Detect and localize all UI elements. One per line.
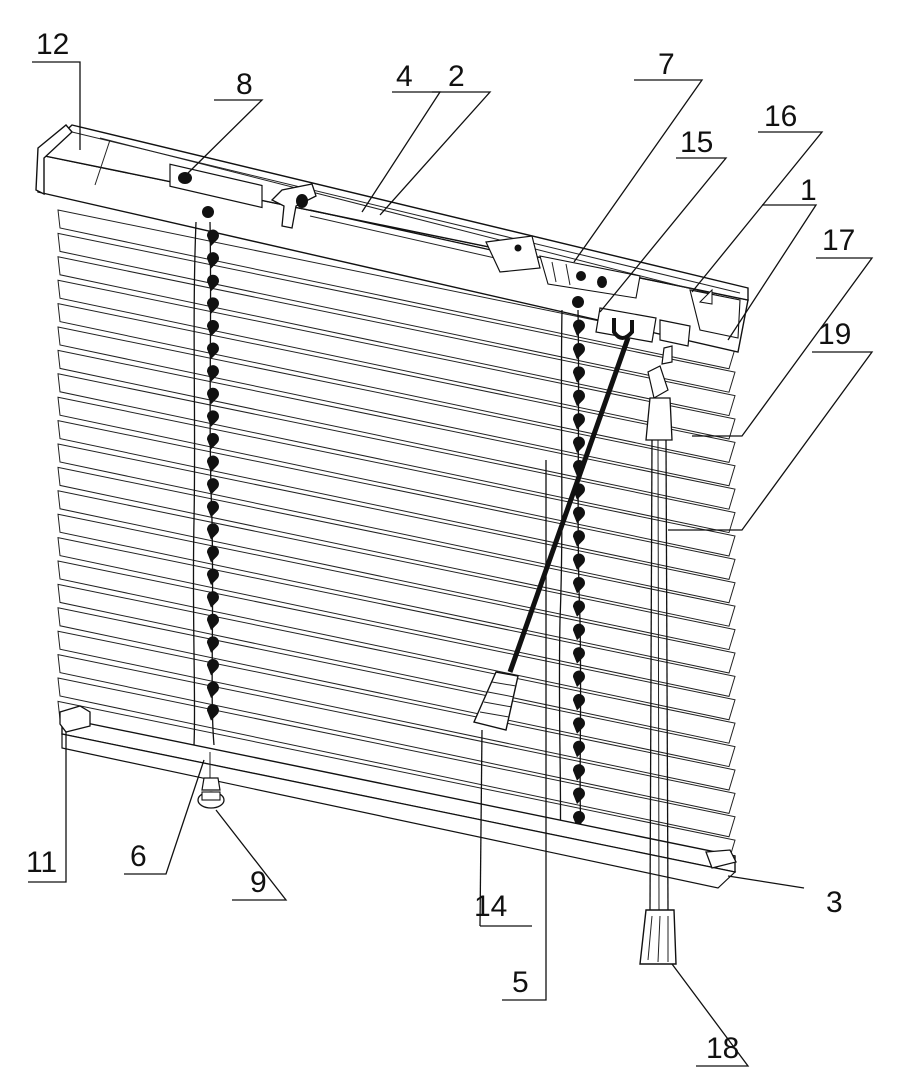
ladder-cord-dot — [206, 387, 219, 405]
ladder-cord-dot — [206, 591, 219, 608]
ladder-cord-dot — [572, 530, 585, 547]
slat — [57, 490, 736, 651]
ladder-cord-dot — [572, 647, 585, 664]
ladder-cord-dot — [206, 658, 219, 676]
slat — [57, 279, 736, 440]
ladder-cord-dot — [206, 636, 219, 653]
ladder-cord-dot — [206, 681, 219, 698]
ladder-cord-dot — [572, 366, 585, 383]
ladder-cord-dot — [206, 568, 219, 585]
slat — [57, 209, 736, 370]
ladder-cord-dot — [206, 274, 219, 292]
callout-4: 4 — [396, 60, 413, 93]
slat — [57, 466, 736, 627]
slat — [57, 513, 736, 674]
bottom-rail-left-cap — [59, 705, 91, 733]
slat — [57, 653, 736, 814]
ladder-pulley-right — [572, 296, 584, 308]
callout-5: 5 — [512, 966, 529, 999]
slat — [57, 232, 736, 393]
slat — [57, 373, 736, 534]
ladder-cord-dot — [572, 436, 585, 453]
ladder-cord-dot — [206, 432, 219, 450]
ladder-cord-dot — [572, 553, 585, 570]
ladder-cord-dot — [206, 704, 219, 721]
wand-hook — [612, 318, 634, 340]
ladder-cord-dot — [572, 670, 585, 687]
ladder-cord-dot — [572, 319, 585, 336]
ladder-cord-dot — [206, 229, 219, 246]
ladder-cord-dot — [206, 297, 219, 314]
callout-2: 2 — [448, 60, 465, 93]
headrail — [35, 124, 749, 353]
leader-lines — [28, 61, 874, 1067]
hold-down-bracket — [197, 752, 225, 809]
slat — [57, 560, 736, 721]
callout-19: 19 — [818, 318, 851, 351]
ladder-cord-dot — [572, 389, 585, 407]
ladder-cord-dot — [206, 342, 219, 359]
ladder-cord-dot — [206, 613, 219, 631]
ladder-cord-dot — [572, 506, 585, 524]
ladder-cord-dot — [206, 545, 219, 563]
blind-slats — [57, 209, 736, 861]
callout-1: 1 — [800, 174, 817, 207]
callout-8: 8 — [236, 68, 253, 101]
slat — [57, 443, 736, 604]
callout-15: 15 — [680, 126, 713, 159]
slat — [57, 349, 736, 510]
ladder-cord-dot — [572, 576, 585, 594]
ladder-cord-dot — [572, 717, 585, 734]
ladder-cord-dot — [572, 740, 585, 758]
slat — [57, 419, 736, 580]
callout-labels: 1 2 3 4 5 6 7 8 9 11 12 14 15 16 17 18 1… — [26, 28, 855, 1065]
ladder-cord-dot — [572, 342, 585, 360]
ladder-cord-dot — [206, 410, 219, 427]
ladder-cord-dot — [572, 693, 585, 711]
lift-cord — [639, 345, 677, 965]
ladder-cord-dot — [572, 413, 585, 430]
callout-16: 16 — [764, 100, 797, 133]
slat — [57, 326, 736, 487]
ladder-cord-dot — [206, 365, 219, 382]
wand-handle — [473, 671, 519, 731]
ladder-cord-dot — [572, 787, 585, 804]
ladder-cord-dot — [572, 764, 585, 781]
ladder-cord-dots — [206, 229, 585, 828]
ladder-cord-dot — [206, 478, 219, 495]
callout-9: 9 — [250, 866, 267, 899]
ladder-cord-dot — [206, 319, 219, 337]
cord-lock-left-dot — [178, 172, 192, 184]
callout-7: 7 — [658, 48, 675, 81]
slat — [57, 302, 736, 463]
slat — [57, 536, 736, 697]
ladder-pulley-left — [202, 206, 214, 218]
callout-14: 14 — [474, 890, 507, 923]
callout-6: 6 — [130, 840, 147, 873]
ladder-cord-dot — [206, 500, 219, 518]
slat — [57, 256, 736, 417]
ladder-cord-dot — [206, 523, 219, 540]
callout-12: 12 — [36, 28, 69, 61]
ladder-cord-dot — [572, 600, 585, 617]
callout-3: 3 — [826, 886, 843, 919]
bottom-rail — [59, 705, 737, 889]
callout-18: 18 — [706, 1032, 739, 1065]
callout-17: 17 — [822, 224, 855, 257]
slat — [57, 630, 736, 791]
bottom-rail-right-cap — [705, 849, 737, 869]
ladder-cord-dot — [206, 252, 219, 269]
callout-11: 11 — [26, 846, 57, 879]
tilt-wand — [473, 337, 631, 731]
headrail-left-end-cap — [35, 124, 73, 196]
ladder-cord-dot — [206, 455, 219, 472]
slat — [57, 677, 736, 838]
ladder-cord-dot — [572, 623, 585, 641]
